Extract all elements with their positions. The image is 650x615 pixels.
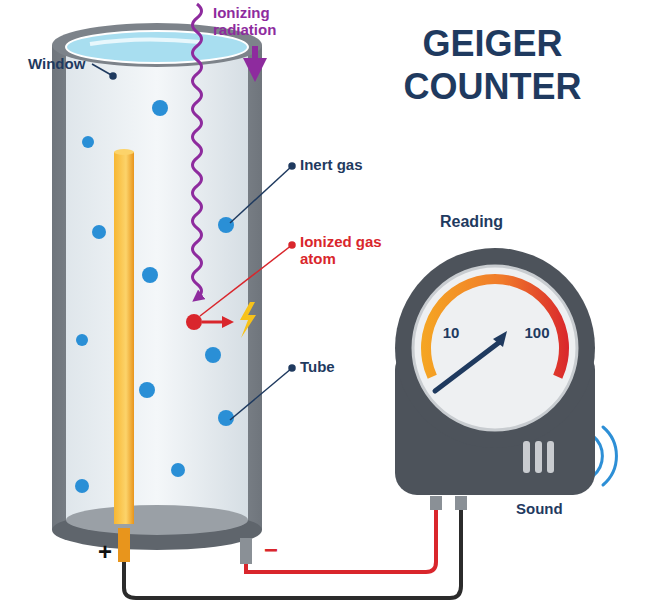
speaker-grille [535, 441, 542, 473]
meter-terminal [430, 496, 442, 510]
needle [435, 341, 501, 391]
anode-terminal [118, 528, 130, 562]
meter-body [395, 248, 595, 448]
part-label: Sound [516, 500, 563, 517]
leader-line-red [200, 242, 295, 316]
cathode-terminal [240, 538, 252, 564]
speaker-grille [523, 441, 530, 473]
scale-number: 10 [443, 324, 460, 341]
ionized-atom [186, 314, 202, 330]
meter-face [413, 266, 577, 430]
gas-atoms [75, 100, 234, 493]
tube-floor [66, 505, 248, 535]
anode-rod-top [114, 149, 134, 155]
radiation-label: Ionizing radiation [213, 4, 313, 39]
needle-tip [493, 331, 507, 347]
part-label: Inert gas [300, 156, 363, 173]
speaker-grille [547, 441, 554, 473]
spark-symbol [240, 302, 256, 338]
window-shine [90, 39, 200, 44]
polarity-sign: + [98, 538, 112, 566]
meter-box: Reading 10 100 [385, 213, 605, 500]
scale-arc [421, 274, 569, 379]
scale-number: 100 [524, 324, 549, 341]
leader-lines [92, 64, 295, 420]
meter-outline [385, 213, 605, 500]
part-label: Tube [300, 358, 335, 375]
title: GEIGER COUNTER [385, 22, 600, 108]
red-wire [246, 508, 436, 572]
part-label: Window [28, 55, 85, 72]
tube-glass [66, 52, 248, 520]
part-label: Ionized gas atom [300, 233, 382, 268]
tube-shell [52, 45, 262, 530]
polarity-sign: − [264, 536, 278, 564]
electron-arrow [202, 321, 228, 324]
radiation-wave [193, 4, 202, 298]
radiation-arrow [252, 46, 258, 70]
anode-rod [114, 152, 134, 524]
meter-terminal [455, 496, 467, 510]
meter-title: Reading [440, 213, 503, 231]
